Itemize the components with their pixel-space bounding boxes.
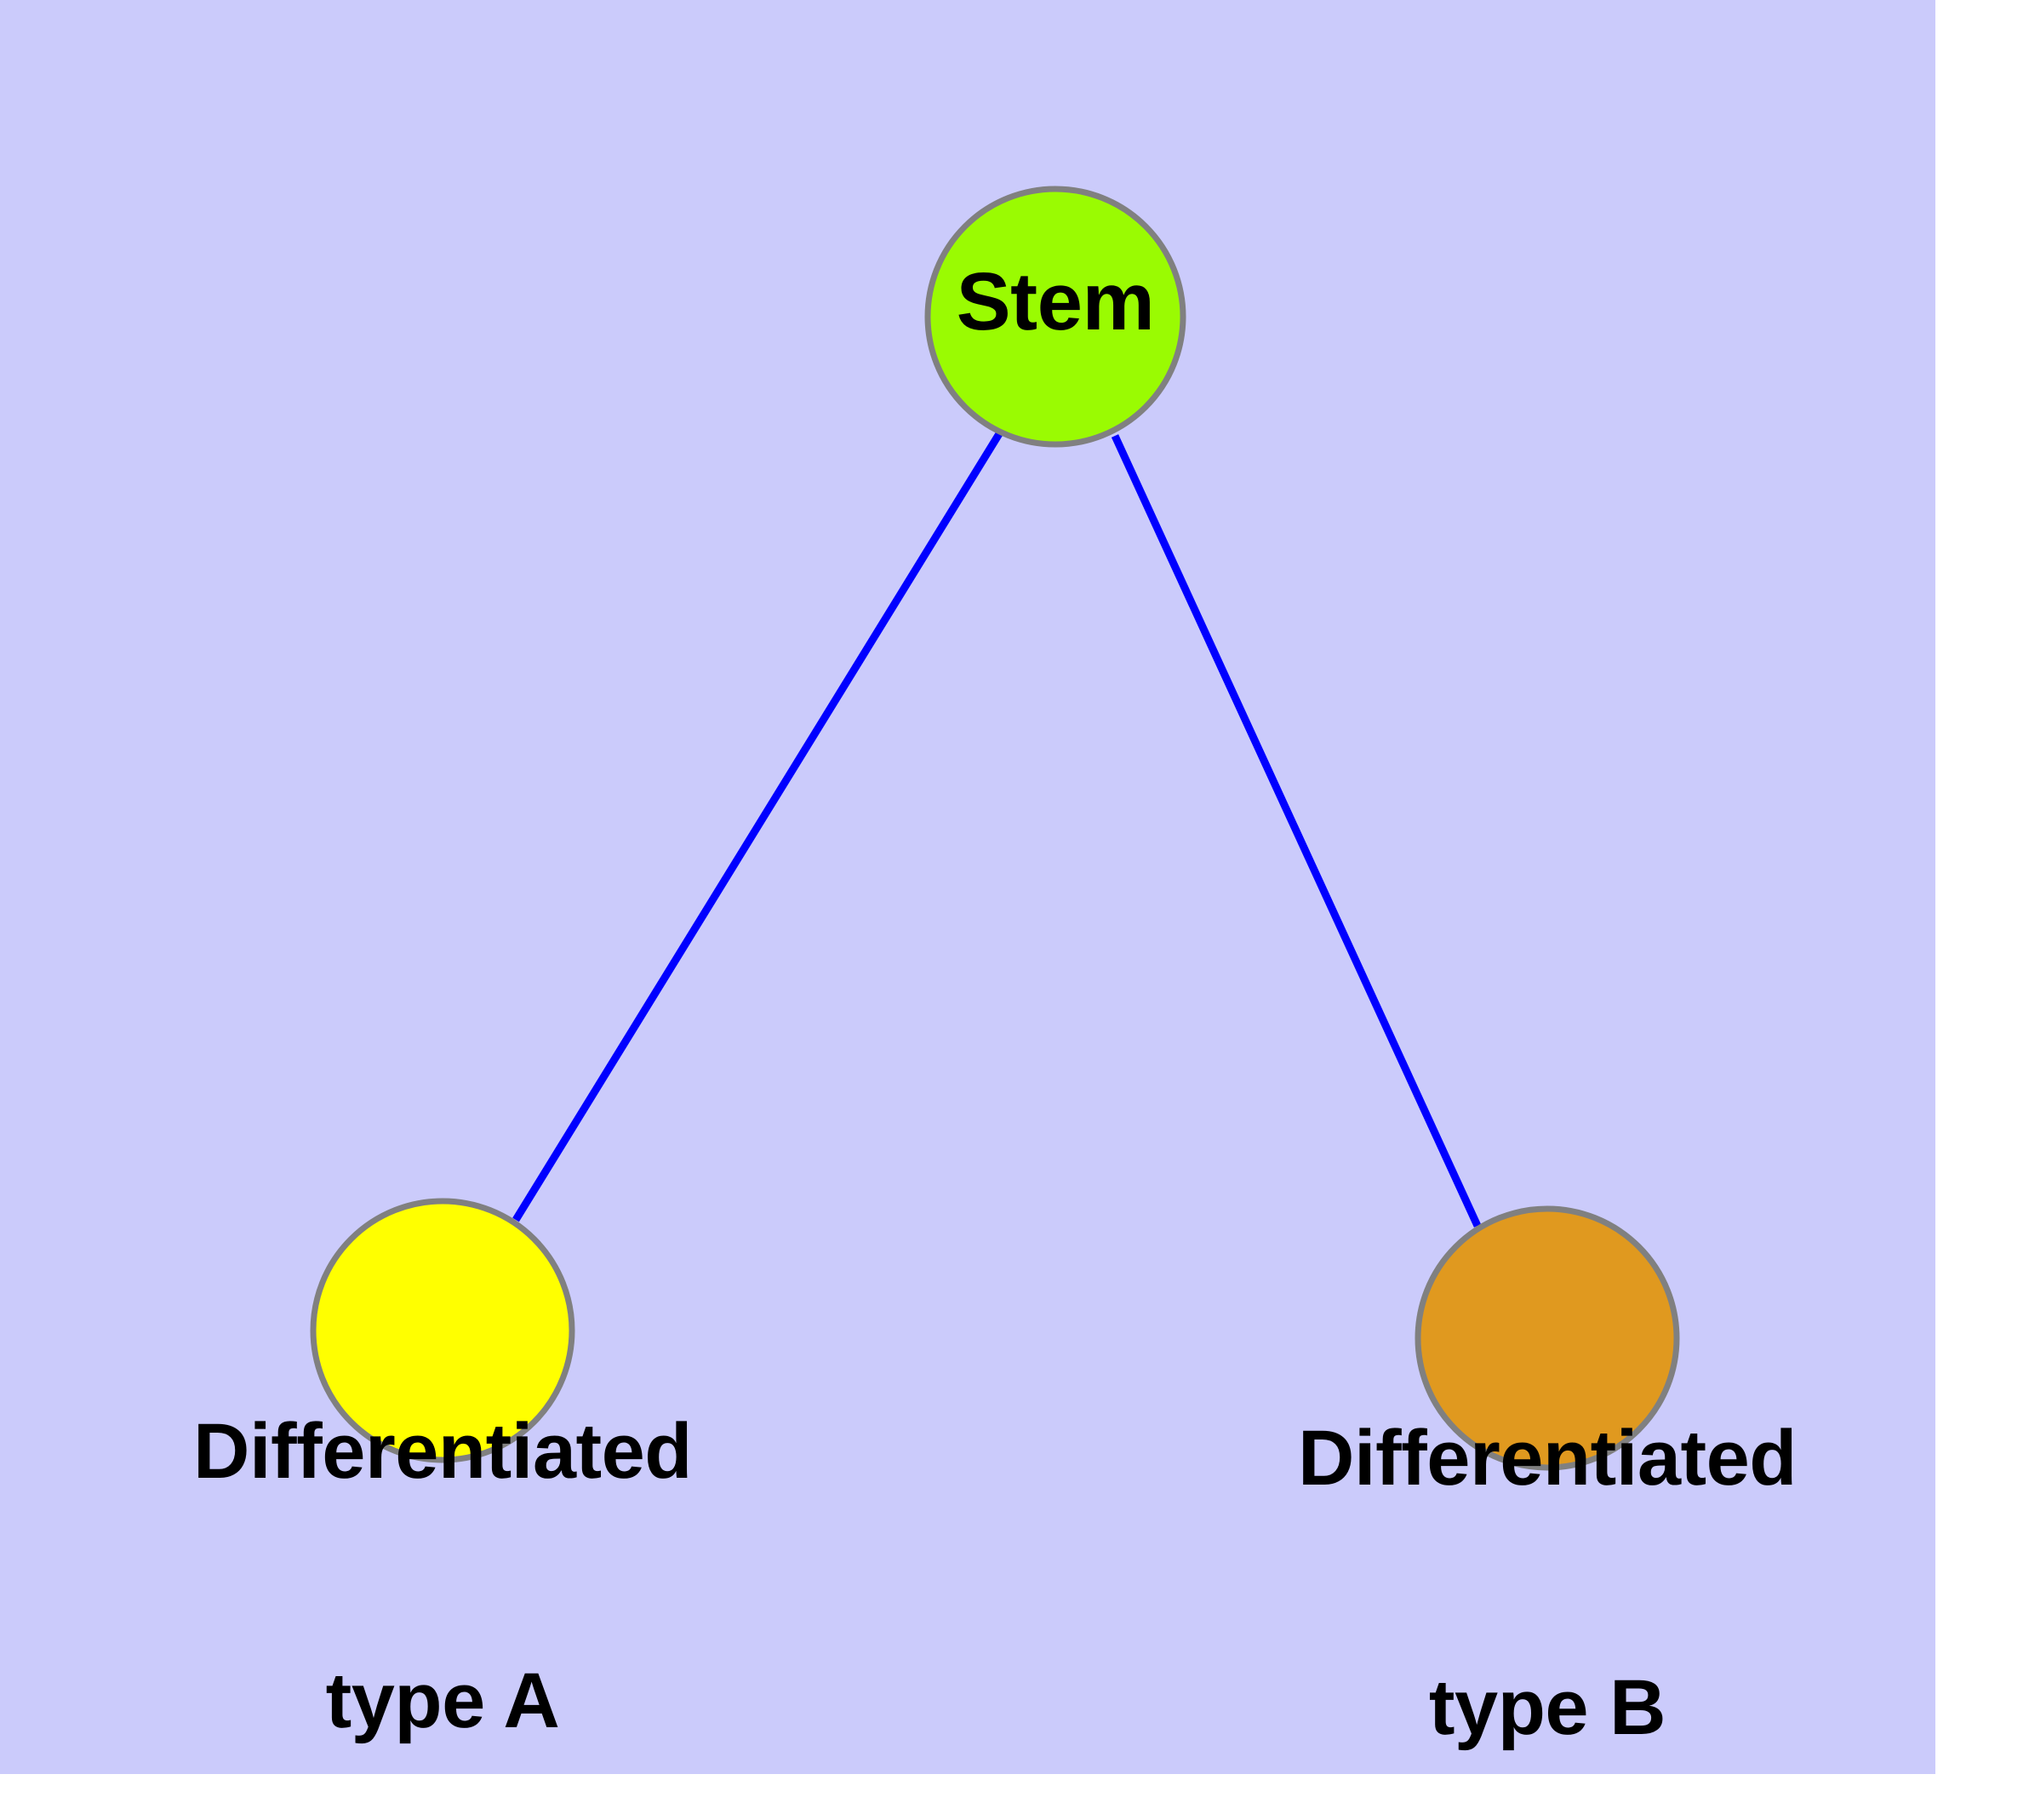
edge-stem-to-diff-b[interactable] [1111, 434, 1482, 1228]
edge-stem-to-diff-a[interactable] [512, 430, 1003, 1222]
node-group [310, 186, 1680, 1471]
node-differentiated-type-b[interactable] [1415, 1205, 1680, 1471]
node-differentiated-type-a[interactable] [310, 1198, 575, 1463]
edge-group [512, 430, 1482, 1228]
node-stem[interactable] [924, 186, 1186, 448]
